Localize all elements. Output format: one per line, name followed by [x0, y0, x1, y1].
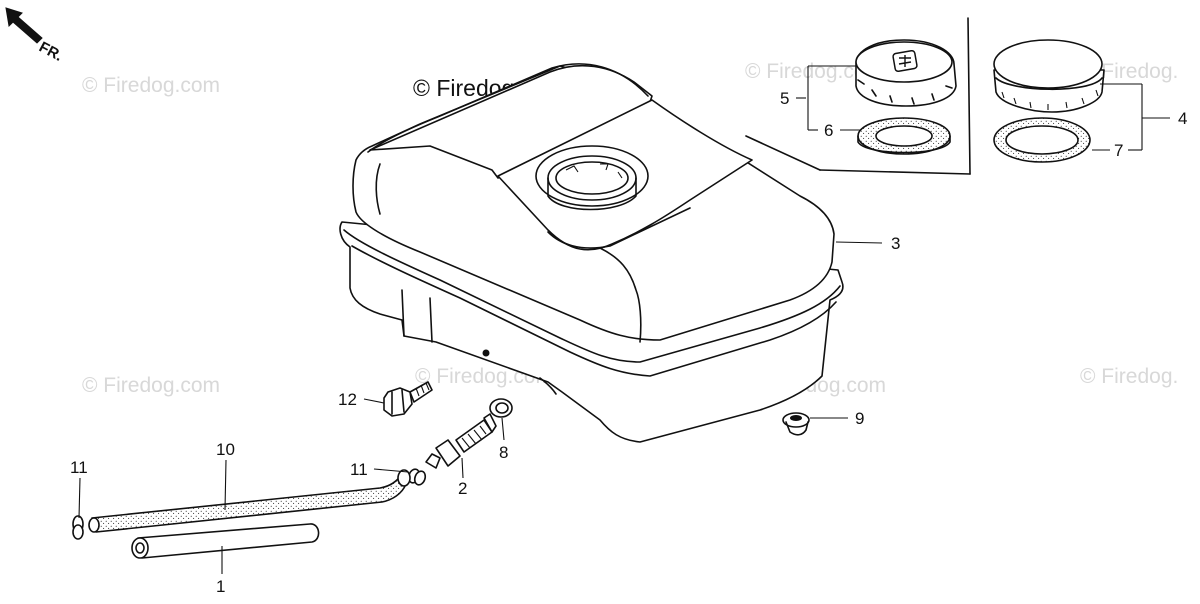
callout-5: 5 [780, 89, 789, 108]
callout-3: 3 [891, 234, 900, 253]
callout-numbers: 1 2 3 4 5 6 7 8 9 10 11 11 12 [70, 89, 1187, 596]
callout-2: 2 [458, 479, 467, 498]
mounting-bolt-12 [383, 381, 433, 417]
callout-8: 8 [499, 443, 508, 462]
cap-inset-frame [745, 17, 971, 175]
callout-4: 4 [1178, 109, 1187, 128]
callout-12: 12 [338, 390, 357, 409]
fuel-tank [339, 63, 844, 443]
o-ring-8 [489, 398, 513, 418]
callout-7: 7 [1114, 141, 1123, 160]
watermark-top-right: © Firedog. [1080, 60, 1178, 83]
fuel-cap-4 [993, 39, 1105, 113]
callout-11-mid: 11 [350, 460, 368, 479]
hose-clip-11-left [72, 515, 84, 540]
front-direction-arrow-icon [5, 7, 43, 44]
fuel-strainer-2 [425, 413, 497, 469]
callout-11-left: 11 [70, 458, 88, 477]
front-direction-label: FR. [36, 39, 65, 65]
grommet-9 [782, 412, 810, 436]
watermark-top-left: © Firedog.com [82, 74, 220, 97]
fuel-hose-10 [88, 469, 411, 533]
faded-watermarks: © Firedog.com © Firedog.com © Firedog. ©… [82, 60, 1178, 397]
fuel-cap-5 [855, 39, 957, 107]
callout-9: 9 [855, 409, 864, 428]
cap-gasket-7 [993, 117, 1091, 163]
callout-6: 6 [824, 121, 833, 140]
leader-lines [78, 65, 1170, 574]
watermark-far-right: © Firedog. [1080, 365, 1178, 388]
hose-clip-11-mid [407, 468, 427, 486]
callout-1: 1 [216, 577, 225, 596]
fuel-hose-1 [131, 523, 320, 559]
cap-logo-icon [892, 49, 918, 73]
callout-10: 10 [216, 440, 235, 459]
cap-gasket-6 [857, 117, 951, 155]
front-direction-marker: FR. [5, 7, 65, 65]
watermark-mid-left: © Firedog.com [82, 374, 220, 397]
